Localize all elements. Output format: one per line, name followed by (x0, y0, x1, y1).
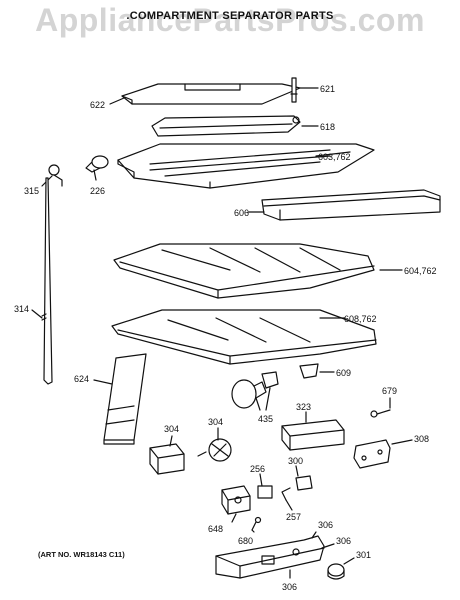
leader-306a (311, 531, 317, 539)
leader-603 (315, 151, 351, 157)
label-618: 618 (320, 122, 335, 132)
part-308-bracket (353, 439, 391, 469)
part-609-clip (299, 363, 319, 379)
part-622-cover (121, 83, 301, 105)
label-622: 622 (90, 100, 105, 110)
part-618-rail (151, 115, 301, 137)
part-300-plug (281, 475, 313, 501)
label-679: 679 (382, 386, 397, 396)
watermark: AppliancePartsPros.com (35, 2, 425, 38)
label-306b: 306 (336, 536, 351, 546)
label-608: 608,762 (344, 314, 377, 324)
label-435: 435 (258, 414, 273, 424)
leader-648 (231, 513, 237, 523)
leader-622 (109, 97, 125, 105)
leader-306b (321, 543, 335, 549)
leader-226 (93, 169, 97, 181)
part-435-socket (261, 371, 279, 389)
label-256: 256 (250, 464, 265, 474)
part-256-connector (257, 485, 273, 499)
leader-257 (285, 499, 293, 511)
label-323: 323 (296, 402, 311, 412)
part-323-bracket (281, 419, 345, 451)
part-304-housing (149, 443, 185, 475)
leader-301 (343, 557, 355, 565)
label-257: 257 (286, 512, 301, 522)
part-608-cover (111, 309, 377, 365)
label-603: 603,762 (318, 152, 351, 162)
part-315-clip (48, 164, 63, 187)
label-609: 609 (336, 368, 351, 378)
label-306c: 306 (282, 582, 297, 592)
label-304b: 304 (208, 417, 223, 427)
leader-435b (265, 387, 271, 411)
label-680: 680 (238, 536, 253, 546)
art-number: (ART NO. WR18143 C11) (38, 550, 125, 559)
leader-300 (295, 465, 299, 477)
label-648: 648 (208, 524, 223, 534)
leader-308 (391, 439, 413, 445)
label-621: 621 (320, 84, 335, 94)
part-304-knob (197, 438, 232, 462)
leader-435a (255, 397, 261, 411)
label-300: 300 (288, 456, 303, 466)
label-306a: 306 (318, 520, 333, 530)
part-314-rod (41, 177, 53, 385)
label-308: 308 (414, 434, 429, 444)
leader-304a (169, 435, 173, 447)
part-624-duct (103, 353, 147, 445)
label-604: 604,762 (404, 266, 437, 276)
label-226: 226 (90, 186, 105, 196)
label-314: 314 (14, 304, 29, 314)
part-648-thermostat (221, 485, 251, 515)
part-435-lamp (231, 379, 267, 409)
label-304a: 304 (164, 424, 179, 434)
part-603-shelf (117, 143, 375, 189)
leader-256 (259, 473, 263, 487)
leader-314 (31, 309, 43, 319)
part-680-screw (251, 516, 262, 531)
leader-680 (251, 529, 255, 533)
part-621 (290, 77, 298, 103)
part-604-separator (113, 243, 375, 299)
label-315: 315 (24, 186, 39, 196)
part-301-knob (327, 563, 345, 580)
part-306-panel (215, 535, 325, 579)
part-606-trim (261, 189, 441, 221)
label-606: 606 (234, 208, 249, 218)
part-679-screw (370, 409, 391, 418)
diagram-title: .COMPARTMENT SEPARATOR PARTS (126, 10, 334, 22)
leader-624 (93, 379, 113, 385)
label-624: 624 (74, 374, 89, 384)
part-226-knob (85, 155, 109, 173)
label-301: 301 (356, 550, 371, 560)
